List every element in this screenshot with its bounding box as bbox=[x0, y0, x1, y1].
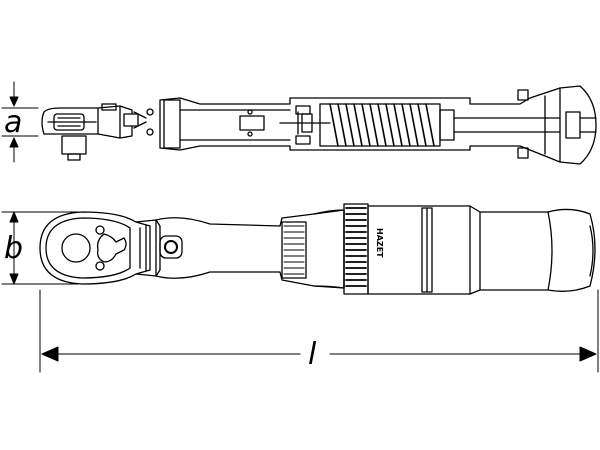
ratchet-head-inner bbox=[45, 217, 131, 279]
section-end-cap bbox=[559, 85, 597, 165]
section-square-drive bbox=[61, 135, 87, 155]
dimension-l bbox=[39, 289, 599, 373]
section-ratchet-head bbox=[41, 107, 99, 135]
side-view bbox=[39, 203, 596, 295]
dimension-b-label: b bbox=[4, 231, 23, 266]
dimension-l-label: l bbox=[308, 337, 317, 372]
dimension-b bbox=[1, 211, 79, 285]
section-handle-tube bbox=[159, 87, 561, 163]
ratchet-drive-hole bbox=[61, 233, 91, 263]
dimension-a bbox=[1, 81, 39, 163]
locking-screw bbox=[159, 235, 183, 259]
dimension-a-label: a bbox=[4, 105, 22, 140]
ratchet-head bbox=[39, 211, 151, 285]
reversing-lever bbox=[96, 233, 127, 263]
wrench-body bbox=[155, 209, 345, 289]
sectional-view bbox=[41, 85, 597, 165]
handle-grip bbox=[367, 205, 596, 295]
section-spring bbox=[329, 103, 435, 147]
brand-logo: HAZET bbox=[375, 228, 384, 258]
